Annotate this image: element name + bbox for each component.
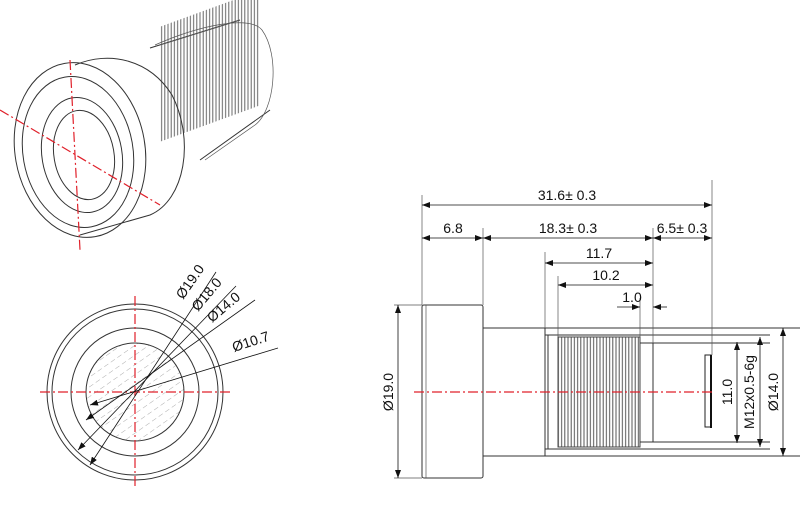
dim-relief: 1.0 xyxy=(622,289,642,305)
dim-flange-length: 6.8 xyxy=(443,220,463,236)
iso-thread xyxy=(160,0,260,142)
dim-back-focal: 6.5± 0.3 xyxy=(657,220,708,236)
isometric-view xyxy=(0,0,274,251)
dim-thread-length: 10.2 xyxy=(592,267,619,283)
dim-body-diameter: Ø14.0 xyxy=(765,373,781,411)
dim-flange-diameter: Ø19.0 xyxy=(380,373,396,411)
dim-thread-start: 11.7 xyxy=(586,245,612,261)
front-dia-10-7: Ø10.7 xyxy=(230,328,271,355)
dim-thread-spec: M12x0.5-6g xyxy=(741,355,757,429)
dim-image-circle: 11.0 xyxy=(719,379,735,405)
dim-body-length: 18.3± 0.3 xyxy=(539,220,597,236)
dim-total-length: 31.6± 0.3 xyxy=(538,187,596,203)
front-view: Ø19.0 Ø18.0 Ø14.0 Ø10.7 xyxy=(40,261,279,488)
side-view: 31.6± 0.3 6.8 18.3± 0.3 6.5± 0.3 11.7 10… xyxy=(380,180,800,479)
